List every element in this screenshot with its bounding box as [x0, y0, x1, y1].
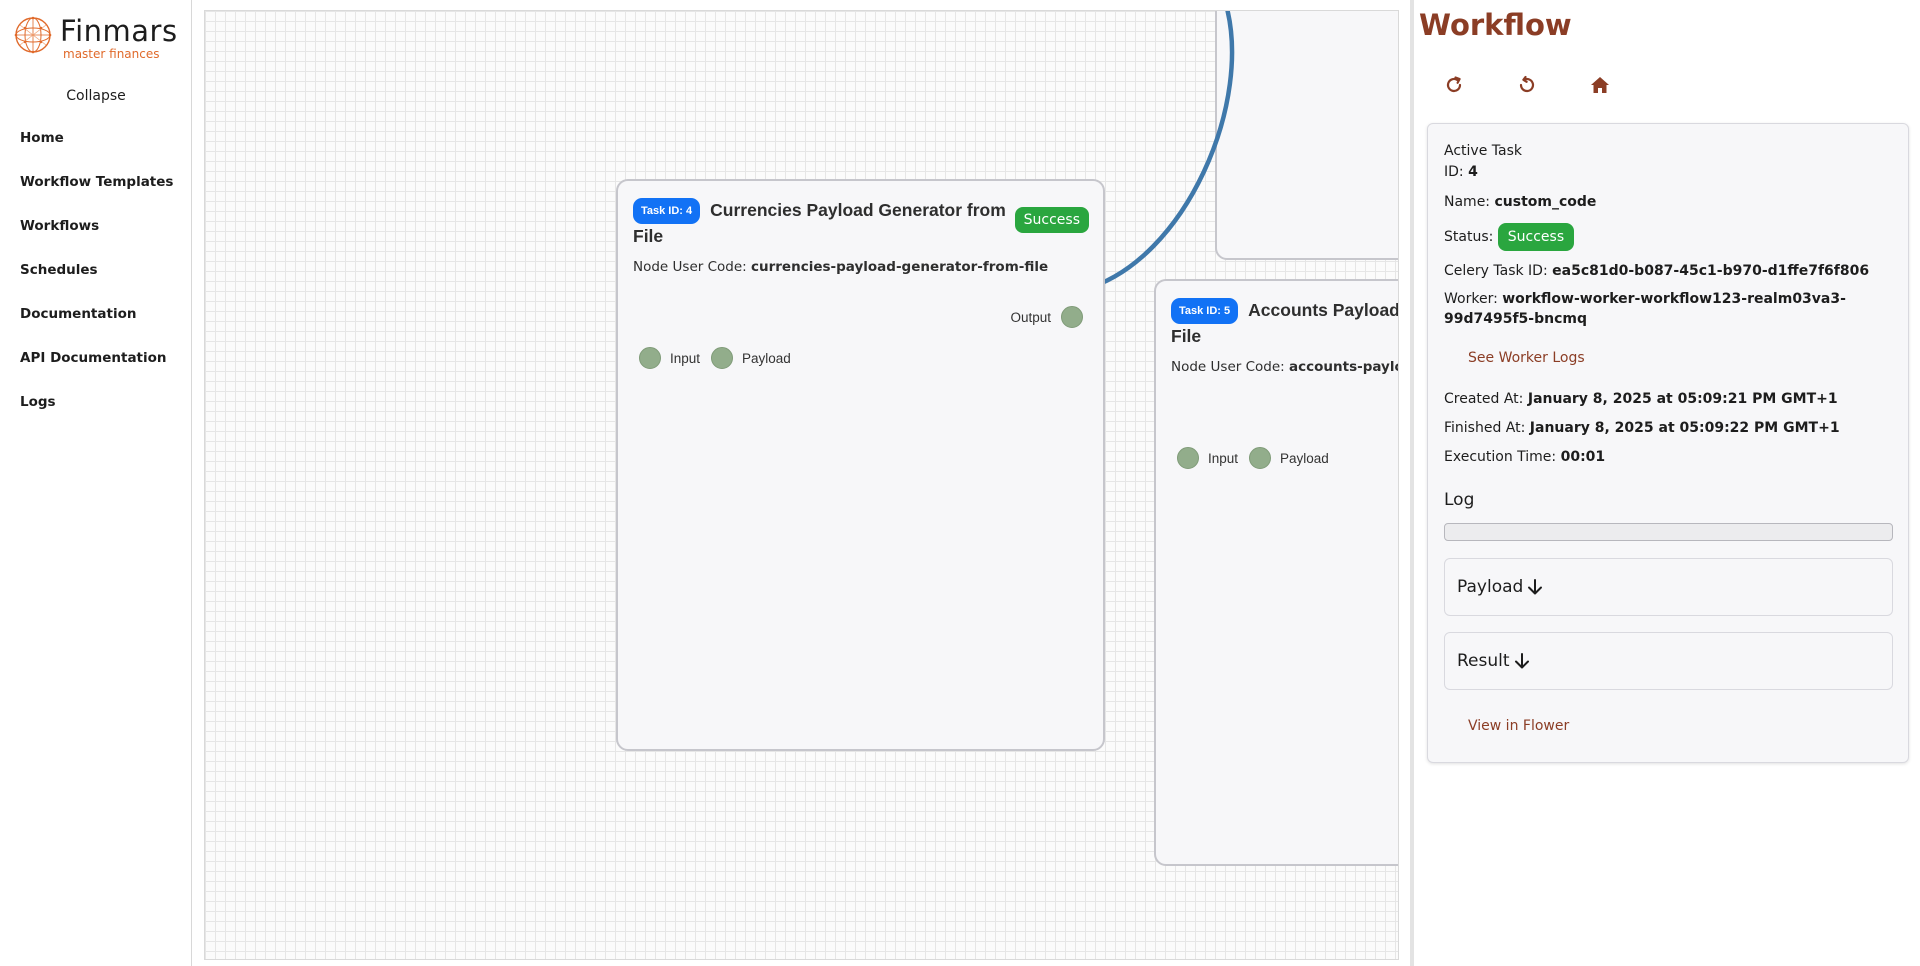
finished-at-value: January 8, 2025 at 05:09:22 PM GMT+1	[1529, 420, 1840, 436]
node-title-text: Accounts Payload	[1248, 300, 1399, 320]
node-title-text: Currencies Payload Generator from File	[633, 200, 1006, 246]
celery-task-value: ea5c81d0-b087-45c1-b970-d1ffe7f6f806	[1552, 263, 1870, 279]
payload-toggle-label: Payload	[1457, 577, 1524, 597]
payload-port[interactable]	[1249, 447, 1272, 469]
task-id-badge: Task ID: 5	[1171, 298, 1239, 324]
workflow-node-offscreen[interactable]	[1215, 11, 1398, 260]
output-port[interactable]	[1061, 306, 1083, 328]
task-name-label: Name:	[1444, 194, 1491, 210]
collapse-button[interactable]: Collapse	[66, 88, 126, 104]
connection-edge[interactable]	[205, 11, 1399, 960]
globe-logo-icon	[14, 16, 52, 54]
output-port-row: Output	[1010, 306, 1083, 328]
see-worker-logs-link[interactable]: See Worker Logs	[1468, 350, 1585, 366]
input-port[interactable]	[1177, 447, 1199, 469]
sidebar-item-home[interactable]: Home	[20, 130, 64, 146]
celery-task-row: Celery Task ID: ea5c81d0-b087-45c1-b970-…	[1444, 261, 1869, 281]
restart-button[interactable]	[1516, 74, 1538, 96]
created-at-value: January 8, 2025 at 05:09:21 PM GMT+1	[1527, 391, 1838, 407]
node-user-code: Node User Code: currencies-payload-gener…	[633, 259, 1048, 275]
worker-value: workflow-worker-workflow123-realm03va3-	[1502, 291, 1846, 307]
arrow-down-icon	[1514, 652, 1530, 670]
status-badge: Success	[1014, 207, 1089, 233]
task-status-row: Status: Success	[1444, 223, 1575, 251]
node-code-label: Node User Code:	[633, 259, 747, 275]
node-user-code: Node User Code: accounts-payload	[1171, 359, 1398, 375]
input-port-label: Input	[1208, 450, 1239, 466]
output-port-label: Output	[1010, 309, 1051, 325]
payload-port[interactable]	[711, 347, 734, 369]
input-port-row: Input Payload	[639, 347, 802, 369]
payload-port-label: Payload	[742, 350, 791, 366]
node-code-value: currencies-payload-generator-from-file	[751, 259, 1049, 275]
task-id-value: 4	[1468, 164, 1478, 180]
execution-time-value: 00:01	[1560, 449, 1606, 465]
execution-time-row: Execution Time: 00:01	[1444, 447, 1605, 467]
finmars-logo[interactable]: Finmars master finances	[14, 14, 184, 61]
input-port[interactable]	[639, 347, 661, 369]
worker-row: Worker: workflow-worker-workflow123-real…	[1444, 289, 1846, 329]
arrow-down-icon	[1527, 578, 1543, 596]
task-name-row: Name: custom_code	[1444, 192, 1596, 212]
brand-tagline: master finances	[63, 47, 160, 61]
view-in-flower-link[interactable]: View in Flower	[1468, 718, 1570, 734]
panel-toolbar	[1443, 74, 1662, 96]
input-port-row: Input Payload	[1177, 447, 1340, 469]
refresh-button[interactable]	[1443, 74, 1465, 96]
restart-icon	[1519, 75, 1535, 93]
workflow-node-task-5[interactable]: Task ID: 5 Accounts Payload File Node Use…	[1154, 279, 1399, 866]
finished-at-label: Finished At:	[1444, 420, 1526, 436]
sidebar-item-documentation[interactable]: Documentation	[20, 306, 137, 322]
brand-name: Finmars	[60, 14, 178, 48]
node-title: Task ID: 5 Accounts Payload File	[1171, 298, 1399, 348]
task-id-label: ID:	[1444, 164, 1464, 180]
created-at-row: Created At: January 8, 2025 at 05:09:21 …	[1444, 389, 1838, 409]
panel-splitter[interactable]	[1410, 0, 1414, 966]
payload-port-label: Payload	[1280, 450, 1329, 466]
worker-label: Worker:	[1444, 291, 1498, 307]
node-code-label: Node User Code:	[1171, 359, 1285, 375]
celery-task-label: Celery Task ID:	[1444, 263, 1548, 279]
log-output[interactable]	[1444, 523, 1893, 541]
sidebar-item-schedules[interactable]: Schedules	[20, 262, 98, 278]
panel-title: Workflow	[1419, 8, 1572, 42]
node-code-value: accounts-payload	[1289, 359, 1398, 375]
active-task-heading: Active Task	[1444, 143, 1522, 159]
sidebar-item-api-documentation[interactable]: API Documentation	[20, 350, 167, 366]
result-toggle-label: Result	[1457, 651, 1510, 671]
log-title: Log	[1444, 490, 1475, 510]
home-button[interactable]	[1589, 74, 1611, 96]
home-icon	[1591, 77, 1609, 93]
task-name-value: custom_code	[1494, 194, 1597, 210]
workflow-panel: Workflow Active Task ID: 4 Name:	[1414, 0, 1920, 966]
sidebar: Finmars master finances Collapse Home Wo…	[0, 0, 192, 966]
active-task-card: Active Task ID: 4 Name: custom_code Stat…	[1427, 123, 1909, 763]
sidebar-item-logs[interactable]: Logs	[20, 394, 56, 410]
worker-value-line2: 99d7495f5-bncmq	[1444, 311, 1588, 327]
refresh-icon	[1446, 76, 1462, 93]
sidebar-item-workflows[interactable]: Workflows	[20, 218, 100, 234]
result-toggle[interactable]: Result	[1444, 632, 1893, 690]
payload-toggle[interactable]: Payload	[1444, 558, 1893, 616]
execution-time-label: Execution Time:	[1444, 449, 1557, 465]
sidebar-item-workflow-templates[interactable]: Workflow Templates	[20, 174, 174, 190]
task-id-badge: Task ID: 4	[633, 198, 701, 224]
status-badge: Success	[1497, 223, 1575, 251]
input-port-label: Input	[670, 350, 701, 366]
node-title-text-line2: File	[1171, 326, 1202, 346]
created-at-label: Created At:	[1444, 391, 1524, 407]
task-status-label: Status:	[1444, 229, 1494, 245]
finished-at-row: Finished At: January 8, 2025 at 05:09:22…	[1444, 418, 1840, 438]
sidebar-nav: Home Workflow Templates Workflows Schedu…	[20, 128, 173, 436]
task-id-row: ID: 4	[1444, 162, 1478, 182]
